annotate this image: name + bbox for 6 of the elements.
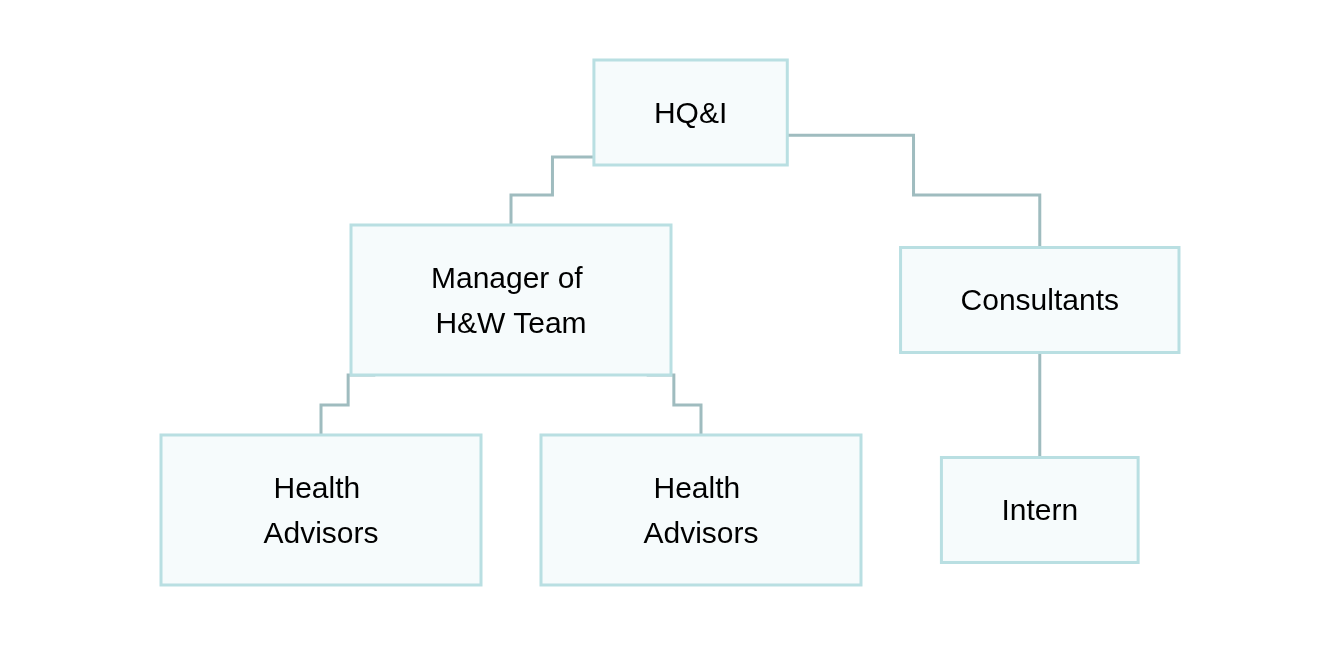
node-box: Consultants xyxy=(899,246,1181,354)
node-box: Health Advisors xyxy=(539,433,863,587)
node-box: Health Advisors xyxy=(159,433,483,587)
node-box: Intern xyxy=(939,456,1140,564)
node-box: HQ&I xyxy=(592,58,789,167)
node-box: Manager of H&W Team xyxy=(349,223,673,377)
